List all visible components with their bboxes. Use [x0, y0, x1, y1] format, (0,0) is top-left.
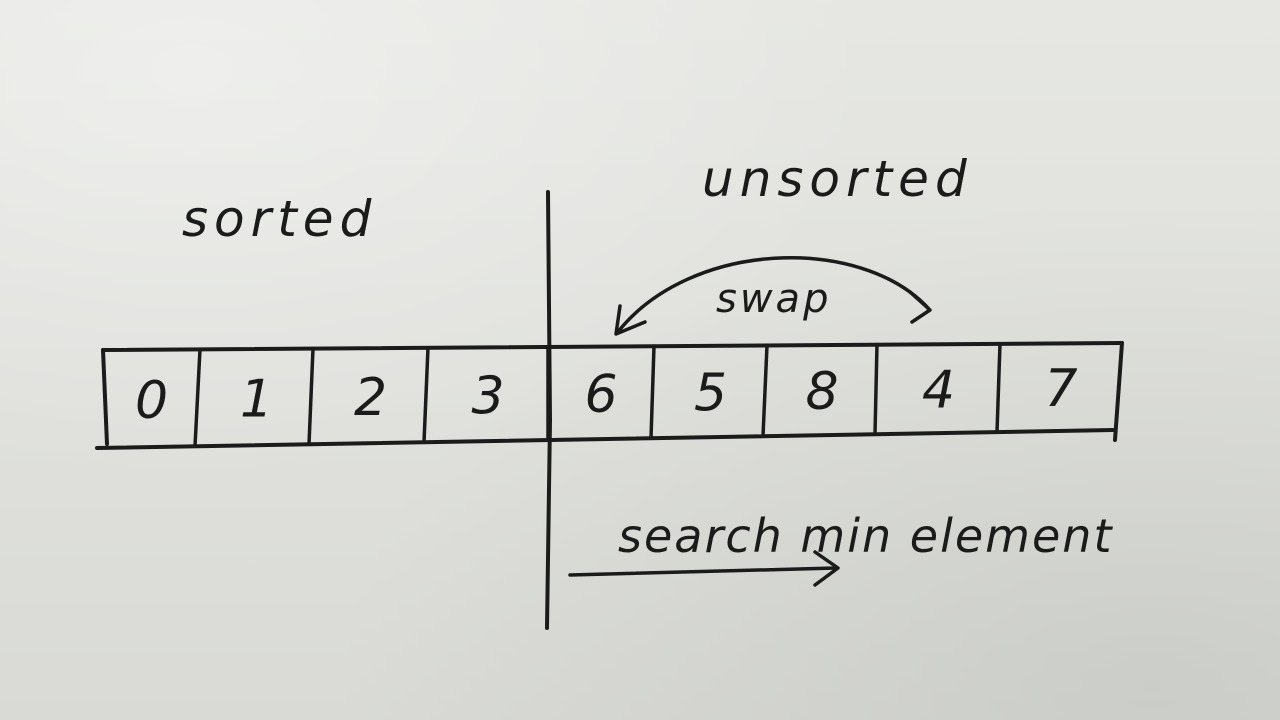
array-top-border — [101, 341, 1124, 352]
array-right-border — [1113, 341, 1124, 442]
cell-separator — [193, 347, 202, 448]
sorted-cell-value: 0 — [135, 371, 168, 431]
swap-label: swap — [716, 276, 831, 322]
swap-arc — [615, 255, 930, 335]
partition-divider-line — [545, 190, 552, 630]
unsorted-label: unsorted — [702, 150, 973, 208]
unsorted-cell-value: 7 — [1044, 359, 1077, 419]
cell-separator — [995, 341, 1002, 434]
unsorted-cell-value: 5 — [694, 364, 727, 424]
array-bottom-border — [95, 428, 1115, 450]
cell-separator — [307, 346, 315, 446]
cell-separator — [761, 343, 769, 438]
cell-separator — [873, 342, 879, 436]
sorted-cell-value: 3 — [471, 367, 504, 427]
search-label: search min element — [618, 509, 1113, 563]
unsorted-cell-value: 8 — [805, 362, 838, 422]
swap-arrowhead-left — [614, 304, 647, 336]
search-arrowhead — [813, 550, 840, 587]
sorted-label: sorted — [182, 190, 377, 248]
array-strip: 0 1 2 3 6 5 8 4 7 — [95, 341, 1124, 450]
unsorted-cell-value: 6 — [584, 365, 617, 425]
cell-separator — [649, 344, 656, 440]
unsorted-cell-value: 4 — [922, 361, 955, 421]
sorted-cell-value: 2 — [354, 368, 387, 428]
array-left-border — [101, 348, 109, 446]
swap-arrowhead-right — [908, 290, 932, 324]
search-arrow-shaft — [568, 566, 838, 577]
cell-separator — [422, 345, 430, 444]
sorted-cell-value: 1 — [240, 370, 273, 430]
